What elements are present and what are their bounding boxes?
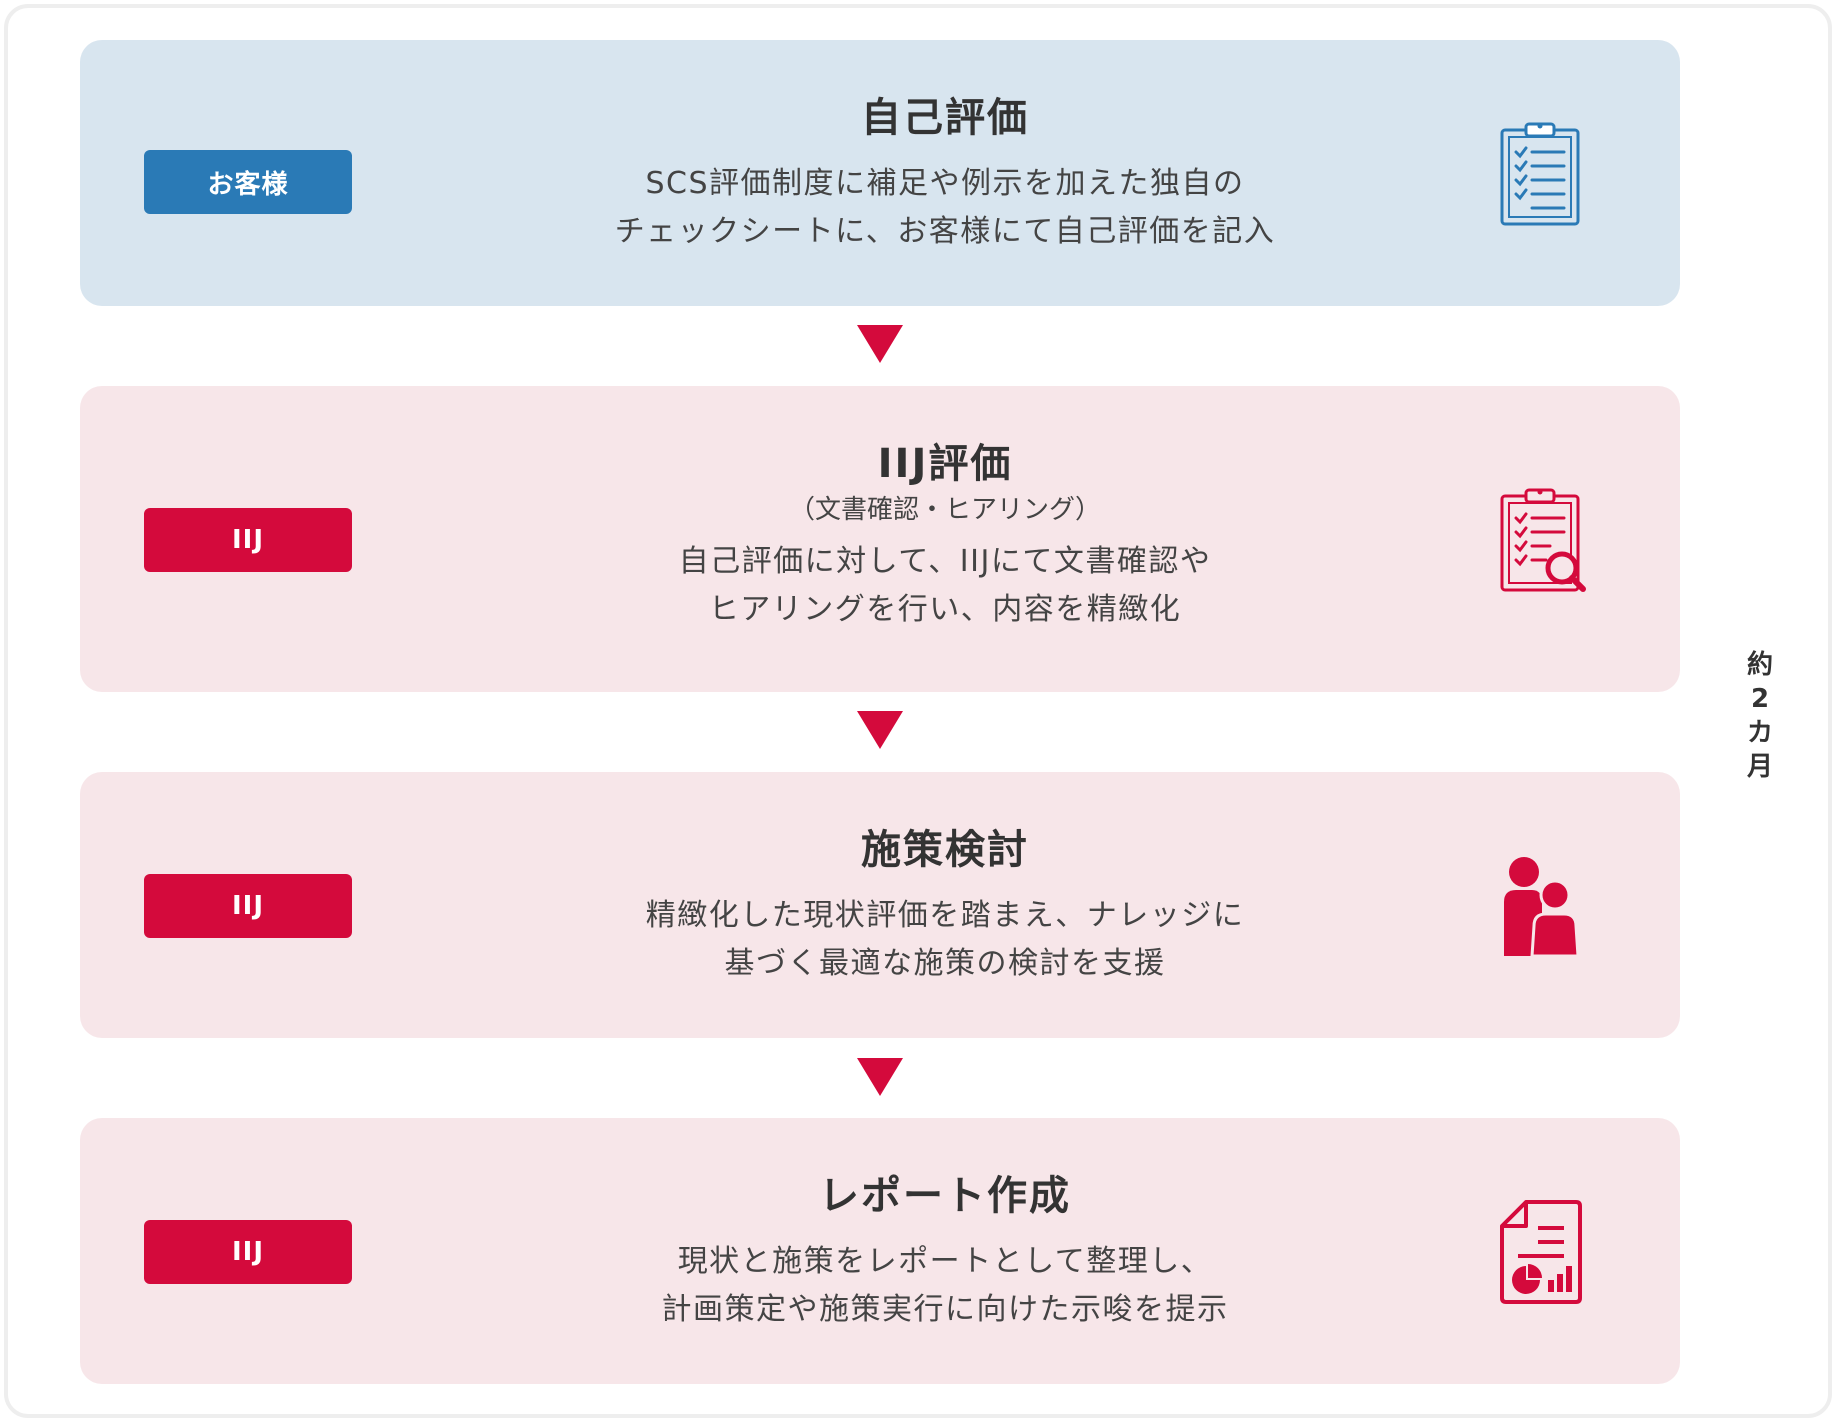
step-description: SCS評価制度に補足や例示を加えた独自の チェックシートに、お客様にて自己評価を… <box>500 160 1390 256</box>
clipboard-search-icon <box>1500 488 1586 592</box>
step-content: 自己評価 SCS評価制度に補足や例示を加えた独自の チェックシートに、お客様にて… <box>500 90 1390 256</box>
actor-badge: IIJ <box>144 508 352 572</box>
step-content: IIJ評価 （文書確認・ヒアリング） 自己評価に対して、IIJにて文書確認や ヒ… <box>500 436 1390 634</box>
duration-char: 月 <box>1746 752 1773 782</box>
step-content: レポート作成 現状と施策をレポートとして整理し、 計画策定や施策実行に向けた示唆… <box>500 1168 1390 1334</box>
desc-line: 基づく最適な施策の検討を支援 <box>724 946 1166 981</box>
step-description: 精緻化した現状評価を踏まえ、ナレッジに 基づく最適な施策の検討を支援 <box>500 892 1390 988</box>
down-arrow-icon <box>857 1058 903 1096</box>
report-chart-icon <box>1500 1200 1582 1304</box>
step-content: 施策検討 精緻化した現状評価を踏まえ、ナレッジに 基づく最適な施策の検討を支援 <box>500 822 1390 988</box>
step-description: 現状と施策をレポートとして整理し、 計画策定や施策実行に向けた示唆を提示 <box>500 1238 1390 1334</box>
desc-line: ヒアリングを行い、内容を精緻化 <box>708 592 1182 627</box>
duration-label: 約 2 カ 月 <box>1742 648 1778 784</box>
actor-badge: IIJ <box>144 1220 352 1284</box>
desc-line: 精緻化した現状評価を踏まえ、ナレッジに <box>645 898 1245 933</box>
clipboard-checklist-icon <box>1500 122 1580 226</box>
actor-badge: IIJ <box>144 874 352 938</box>
step-subtitle: （文書確認・ヒアリング） <box>788 495 1101 525</box>
down-arrow-icon <box>857 711 903 749</box>
step-self-evaluation: お客様 自己評価 SCS評価制度に補足や例示を加えた独自の チェックシートに、お… <box>80 40 1680 306</box>
desc-line: 計画策定や施策実行に向けた示唆を提示 <box>661 1292 1229 1327</box>
down-arrow-icon <box>857 325 903 363</box>
diagram-frame <box>4 4 1832 1418</box>
step-title: レポート作成 <box>819 1173 1071 1219</box>
desc-line: 現状と施策をレポートとして整理し、 <box>677 1244 1213 1279</box>
step-title: 自己評価 <box>861 95 1029 141</box>
step-measure-study: IIJ 施策検討 精緻化した現状評価を踏まえ、ナレッジに 基づく最適な施策の検討… <box>80 772 1680 1038</box>
duration-char: 約 <box>1746 650 1773 680</box>
step-title: 施策検討 <box>861 827 1029 873</box>
step-iij-evaluation: IIJ IIJ評価 （文書確認・ヒアリング） 自己評価に対して、IIJにて文書確… <box>80 386 1680 692</box>
step-title: IIJ評価 <box>877 441 1013 487</box>
actor-badge: お客様 <box>144 150 352 214</box>
desc-line: チェックシートに、お客様にて自己評価を記入 <box>614 214 1276 249</box>
desc-line: SCS評価制度に補足や例示を加えた独自の <box>645 166 1245 201</box>
people-icon <box>1504 857 1580 958</box>
step-description: 自己評価に対して、IIJにて文書確認や ヒアリングを行い、内容を精緻化 <box>500 538 1390 634</box>
desc-line: 自己評価に対して、IIJにて文書確認や <box>678 544 1212 579</box>
duration-char: カ <box>1746 718 1773 748</box>
step-report-creation: IIJ レポート作成 現状と施策をレポートとして整理し、 計画策定や施策実行に向… <box>80 1118 1680 1384</box>
duration-char: 2 <box>1750 684 1770 714</box>
